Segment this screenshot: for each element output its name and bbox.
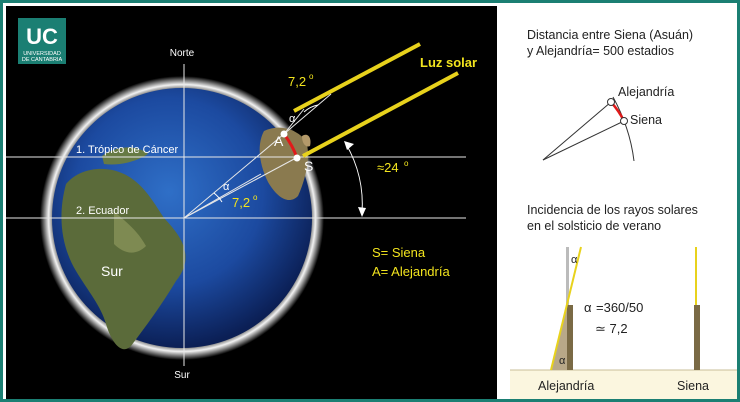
siena-gnomon [694,305,700,370]
alejandria-gnomon [567,305,573,370]
point-s-marker [293,154,301,162]
south-america-shape [61,168,186,350]
explanation-panel: Distancia entre Siena (Asuán) y Alejandr… [500,3,737,399]
incidence-panel: Incidencia de los rayos solares en el so… [510,203,737,399]
distance-alejandria-label: Alejandría [618,85,674,99]
continent-highlight [114,211,146,253]
logo-line2: DE CANTABRIA [22,57,63,63]
ground-label-siena: Siena [677,379,709,393]
distance-panel: Distancia entre Siena (Asuán) y Alejandr… [527,28,693,162]
africa-highlight [302,134,311,147]
formula-line2: ≃ 7,2 [595,321,628,336]
equator-label: 2. Ecuador [76,205,130,217]
radius-to-a [183,133,285,219]
logo-line1: UNIVERSIDAD [23,51,61,57]
center-angle-arc [213,192,223,203]
angle-arc-a [303,104,319,113]
globe-panel: UC UNIVERSIDAD DE CANTABRIA [6,6,497,399]
alpha-center-label: α [223,181,230,193]
siena-marker [620,117,628,125]
tilt-angle-arc [345,143,363,214]
angle-top-degree: o [309,72,314,81]
formula-line1: =360/50 [596,300,643,315]
south-pole-label: Sur [174,370,190,381]
angle-center-degree: o [253,193,258,202]
alejandria-alpha-top: α [571,254,578,266]
distance-title-line1: Distancia entre Siena (Asuán) [527,28,693,42]
central-america-shape [102,147,148,165]
point-s-label: S [304,158,313,174]
incidence-title-line1: Incidencia de los rayos solares [527,203,698,217]
logo-letters: UC [26,24,58,49]
south-continent-label: Sur [101,263,123,279]
north-label: Norte [170,48,195,59]
earth-surface-arc [612,96,635,162]
incidence-title-line2: en el solsticio de verano [527,219,661,233]
tilt-arrow-bottom [358,207,366,217]
radius-to-s [183,157,297,219]
ground-label-alejandria: Alejandría [538,379,594,393]
formula-alpha: α [584,300,592,315]
explanation-diagrams: Distancia entre Siena (Asuán) y Alejandr… [510,28,737,399]
point-a-label: A [274,133,284,149]
alejandria-marker [607,98,615,106]
globe-diagram: UC UNIVERSIDAD DE CANTABRIA [6,18,477,381]
tropic-label: 1. Trópico de Cáncer [76,144,178,156]
radius-line-alejandria [542,101,612,161]
alejandria-alpha-bottom: α [559,355,566,367]
sunlight-label: Luz solar [420,55,477,70]
ground-area [510,370,737,399]
point-a-marker [280,130,288,138]
uc-logo: UC UNIVERSIDAD DE CANTABRIA [18,18,66,64]
radius-helper [183,173,262,219]
distance-siena-label: Siena [630,113,662,127]
distance-title-line2: y Alejandría= 500 estadios [527,44,674,58]
tilt-arrow-top [344,141,354,150]
tilt-label: ≈24 [377,160,399,175]
legend-alejandria: A= Alejandría [372,264,450,279]
vertical-at-a [283,93,332,135]
angle-center-value: 7,2 [232,195,250,210]
radius-line-siena [542,120,625,161]
legend-siena: S= Siena [372,245,426,260]
angle-top-value: 7,2 [288,74,306,89]
logo-background [18,18,66,64]
alpha-top-label: α [289,113,296,125]
ray-extension-a [283,108,305,135]
sun-ray-a [293,42,421,113]
alejandria-sun-ray [550,246,582,371]
tilt-degree: o [404,159,409,168]
africa-shape [259,127,309,201]
sun-ray-s [302,71,459,158]
